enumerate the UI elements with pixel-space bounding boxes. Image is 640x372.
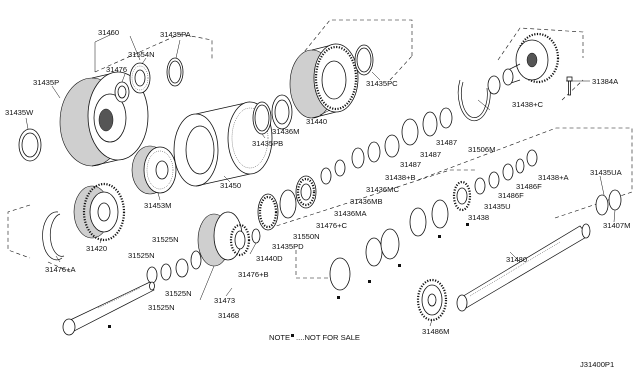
label-31420: 31420 <box>86 244 107 253</box>
label-31480: 31480 <box>506 255 527 264</box>
note-prefix: NOTE <box>269 333 290 342</box>
label-31506M: 31506M <box>468 145 495 154</box>
not-for-sale-mark <box>337 296 340 299</box>
label-31487-a: 31487 <box>436 138 457 147</box>
assembly-outlines <box>7 19 633 279</box>
label-31436M: 31436M <box>272 127 299 136</box>
part-31435PA-snap-ring <box>166 57 184 87</box>
label-31440: 31440 <box>306 117 327 126</box>
label-31436MB: 31436MB <box>350 197 383 206</box>
part-31486M-gear <box>416 278 448 322</box>
part-31440D-plate <box>257 189 297 231</box>
label-31435PD: 31435PD <box>272 242 304 251</box>
part-31480-output-shaft <box>456 223 591 312</box>
label-31438A: 31438+A <box>538 173 570 182</box>
label-31460: 31460 <box>98 28 119 37</box>
part-31407M-rings <box>595 189 622 216</box>
part-31554N-bearing <box>129 62 151 94</box>
part-31436M-ring <box>271 94 293 130</box>
label-31487-c: 31487 <box>400 160 421 169</box>
not-for-sale-legend-mark <box>291 334 294 337</box>
label-31473: 31473 <box>214 296 235 305</box>
label-31436MC: 31436MC <box>366 185 399 194</box>
footnote: NOTE ....NOT FOR SALE <box>269 333 360 342</box>
part-number-labels: 31460 31554N 31476 31435PA 31435P 31435W… <box>5 28 630 336</box>
diagram-code: J31400P1 <box>580 360 614 369</box>
not-for-sale-mark <box>398 264 401 267</box>
part-31550N-bearing <box>295 175 317 209</box>
label-31407M: 31407M <box>603 221 630 230</box>
part-31438C-ring <box>487 75 501 95</box>
part-31384A-bolt <box>566 76 573 96</box>
leader-lines <box>25 33 616 327</box>
label-31450: 31450 <box>220 181 241 190</box>
label-31384A: 31384A <box>592 77 619 86</box>
label-31554N: 31554N <box>128 50 155 59</box>
part-31435W-washer <box>18 128 42 162</box>
label-31438C-top: 31438+C <box>512 100 544 109</box>
label-31486F-b: 31486F <box>516 182 542 191</box>
label-31438: 31438 <box>468 213 489 222</box>
label-31525N-d: 31525N <box>148 303 175 312</box>
not-for-sale-mark <box>466 223 469 226</box>
label-31476C: 31476+C <box>316 221 348 230</box>
label-31476: 31476 <box>106 65 127 74</box>
part-31525N-washers <box>146 250 202 284</box>
not-for-sale-mark <box>368 280 371 283</box>
label-31438B: 31438+B <box>385 173 416 182</box>
not-for-sale-mark <box>108 325 111 328</box>
label-31476B: 31476+B <box>238 270 269 279</box>
part-31435PB-ring <box>252 101 272 135</box>
part-31476-ring <box>114 81 130 103</box>
label-31440D: 31440D <box>256 254 283 263</box>
part-31453M-hub <box>131 145 177 195</box>
ring-stack-middle <box>320 107 453 185</box>
label-31486M: 31486M <box>422 327 449 336</box>
note-text: ....NOT FOR SALE <box>296 333 360 342</box>
label-31435UA: 31435UA <box>590 168 623 177</box>
label-31453M: 31453M <box>144 201 171 210</box>
part-31420-gear <box>73 182 126 242</box>
label-31435PC: 31435PC <box>366 79 398 88</box>
label-31487-b: 31487 <box>420 150 441 159</box>
ring-stack-right <box>409 149 538 238</box>
part-31440-clutch-drum <box>289 43 359 119</box>
part-input-shaft <box>62 281 155 336</box>
label-31525N-b: 31525N <box>128 251 155 260</box>
part-31476A-snap-ring <box>42 211 65 261</box>
label-31486F-a: 31486F <box>498 191 524 200</box>
part-31435PC-ring <box>354 44 374 76</box>
label-31550N: 31550N <box>293 232 320 241</box>
part-output-drum-upper <box>502 32 560 86</box>
ring-stack-lower <box>329 228 401 299</box>
label-31435U: 31435U <box>484 202 511 211</box>
label-31525N-c: 31525N <box>165 289 192 298</box>
label-31525N-a: 31525N <box>152 235 179 244</box>
label-31436MA: 31436MA <box>334 209 367 218</box>
label-31468: 31468 <box>218 311 239 320</box>
part-31506M-snap-ring <box>457 79 491 122</box>
label-31435P: 31435P <box>33 78 59 87</box>
part-31460-drum <box>59 71 149 167</box>
label-31435PA: 31435PA <box>160 30 192 39</box>
not-for-sale-mark <box>438 235 441 238</box>
label-31435W: 31435W <box>5 108 34 117</box>
label-31435PB: 31435PB <box>252 139 283 148</box>
label-31476A: 31476+A <box>45 265 77 274</box>
part-31473-planetary <box>197 211 261 267</box>
